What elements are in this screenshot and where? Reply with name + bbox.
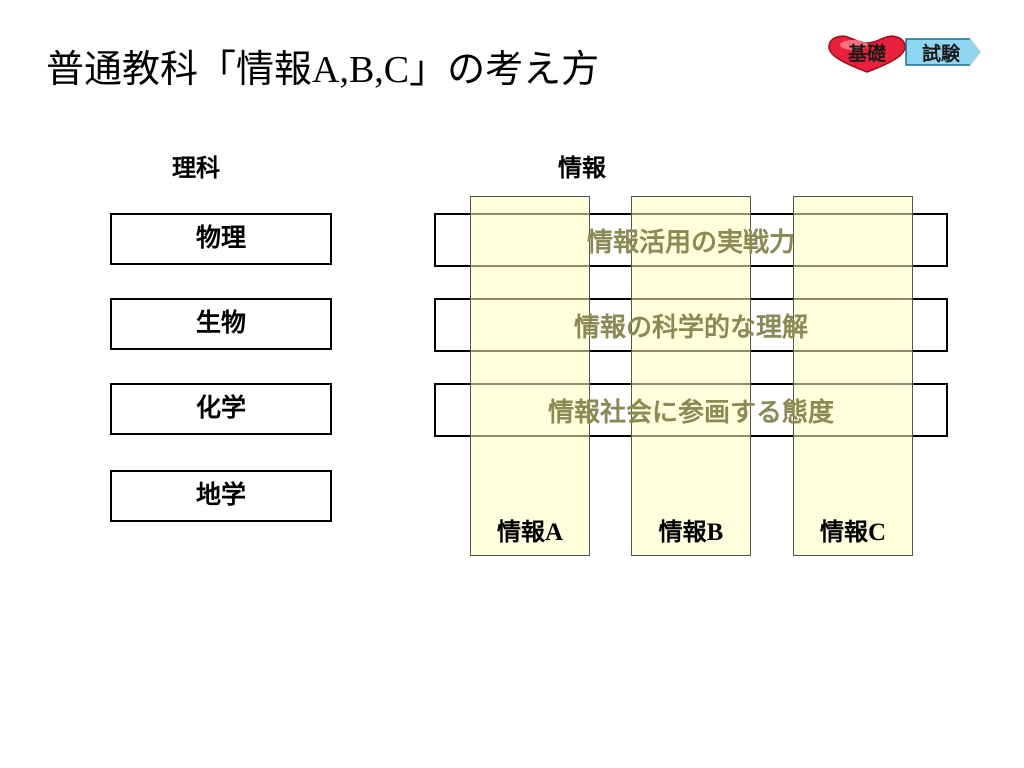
information-heading: 情報: [558, 154, 606, 182]
info-row-text-2: 情報の科学的な理解: [573, 313, 808, 343]
subject-earth-science: 地学: [110, 470, 332, 522]
title-prefix: 普通教科「情報: [46, 47, 313, 91]
info-row-text-1: 情報活用の実戦力: [586, 228, 795, 258]
column-info-c: [793, 196, 913, 556]
title-latin: A,B,C: [312, 49, 410, 91]
column-label-b-prefix: 情報: [658, 518, 707, 546]
subject-chemistry: 化学: [110, 383, 332, 435]
column-label-a-letter: A: [544, 519, 564, 546]
column-label-a: 情報A: [470, 512, 590, 547]
page-title: 普通教科「情報A,B,C」の考え方: [46, 38, 599, 93]
kiso-badge: 基礎: [826, 34, 908, 74]
title-suffix: 」の考え方: [409, 47, 600, 91]
column-label-b-letter: B: [706, 519, 724, 546]
info-row-text-3: 情報社会に参画する態度: [547, 398, 834, 428]
heart-icon: [828, 35, 906, 73]
column-label-a-prefix: 情報: [496, 518, 545, 546]
column-label-c-letter: C: [867, 519, 887, 546]
column-label-b: 情報B: [631, 512, 751, 547]
kiso-label: 基礎: [847, 43, 886, 65]
shiken-label: 試験: [921, 43, 960, 65]
column-label-c: 情報C: [793, 512, 913, 547]
subject-biology: 生物: [110, 298, 332, 350]
subject-physics: 物理: [110, 213, 332, 265]
column-label-c-prefix: 情報: [819, 518, 868, 546]
column-info-a: [470, 196, 590, 556]
arrow-tag-icon: [905, 38, 981, 66]
shiken-badge: 試験: [904, 36, 982, 68]
column-info-b: [631, 196, 751, 556]
science-heading: 理科: [172, 154, 220, 182]
